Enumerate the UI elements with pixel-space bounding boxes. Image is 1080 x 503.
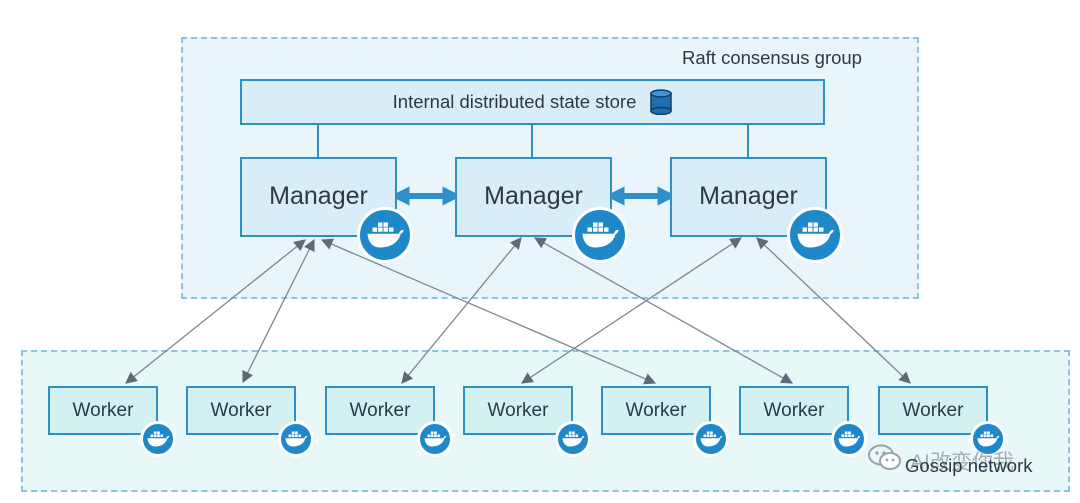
docker-whale-icon [357, 207, 413, 263]
docker-whale-icon [417, 421, 453, 457]
state-store-label: Internal distributed state store [392, 91, 637, 112]
watermark-text: AI改变你我 [910, 450, 1014, 474]
database-icon [650, 89, 673, 116]
connector-worker-2 [242, 238, 315, 384]
docker-whale-icon [278, 421, 314, 457]
docker-whale-icon [787, 207, 843, 263]
manager-label: Manager [269, 181, 368, 210]
docker-whale-icon [140, 421, 176, 457]
docker-whale-icon [572, 207, 628, 263]
worker-node-1: Worker [48, 386, 158, 435]
worker-node-5: Worker [601, 386, 711, 435]
docker-whale-icon [831, 421, 867, 457]
state-store: Internal distributed state store [240, 79, 825, 125]
worker-label: Worker [763, 399, 825, 421]
worker-label: Worker [487, 399, 549, 421]
wechat-icon [868, 444, 902, 477]
worker-label: Worker [349, 399, 411, 421]
docker-whale-icon [693, 421, 729, 457]
worker-node-2: Worker [186, 386, 296, 435]
worker-node-6: Worker [739, 386, 849, 435]
worker-node-7: Worker [878, 386, 988, 435]
worker-node-4: Worker [463, 386, 573, 435]
docker-whale-icon [555, 421, 591, 457]
connector-worker-6 [533, 237, 794, 384]
connector-worker-3 [401, 237, 522, 384]
manager-label: Manager [699, 181, 798, 210]
gossip-network-label: Gossip network [905, 455, 1033, 476]
manager-label: Manager [484, 181, 583, 210]
raft-group-label: Raft consensus group [682, 47, 862, 68]
watermark: AI改变你我 [868, 444, 1014, 477]
docker-whale-icon [970, 421, 1006, 457]
connector-worker-7 [756, 237, 911, 384]
worker-label: Worker [210, 399, 272, 421]
worker-label: Worker [625, 399, 687, 421]
worker-node-3: Worker [325, 386, 435, 435]
connector-worker-4 [521, 237, 742, 384]
worker-label: Worker [902, 399, 964, 421]
worker-label: Worker [72, 399, 134, 421]
manager-node-2: Manager [455, 157, 612, 237]
